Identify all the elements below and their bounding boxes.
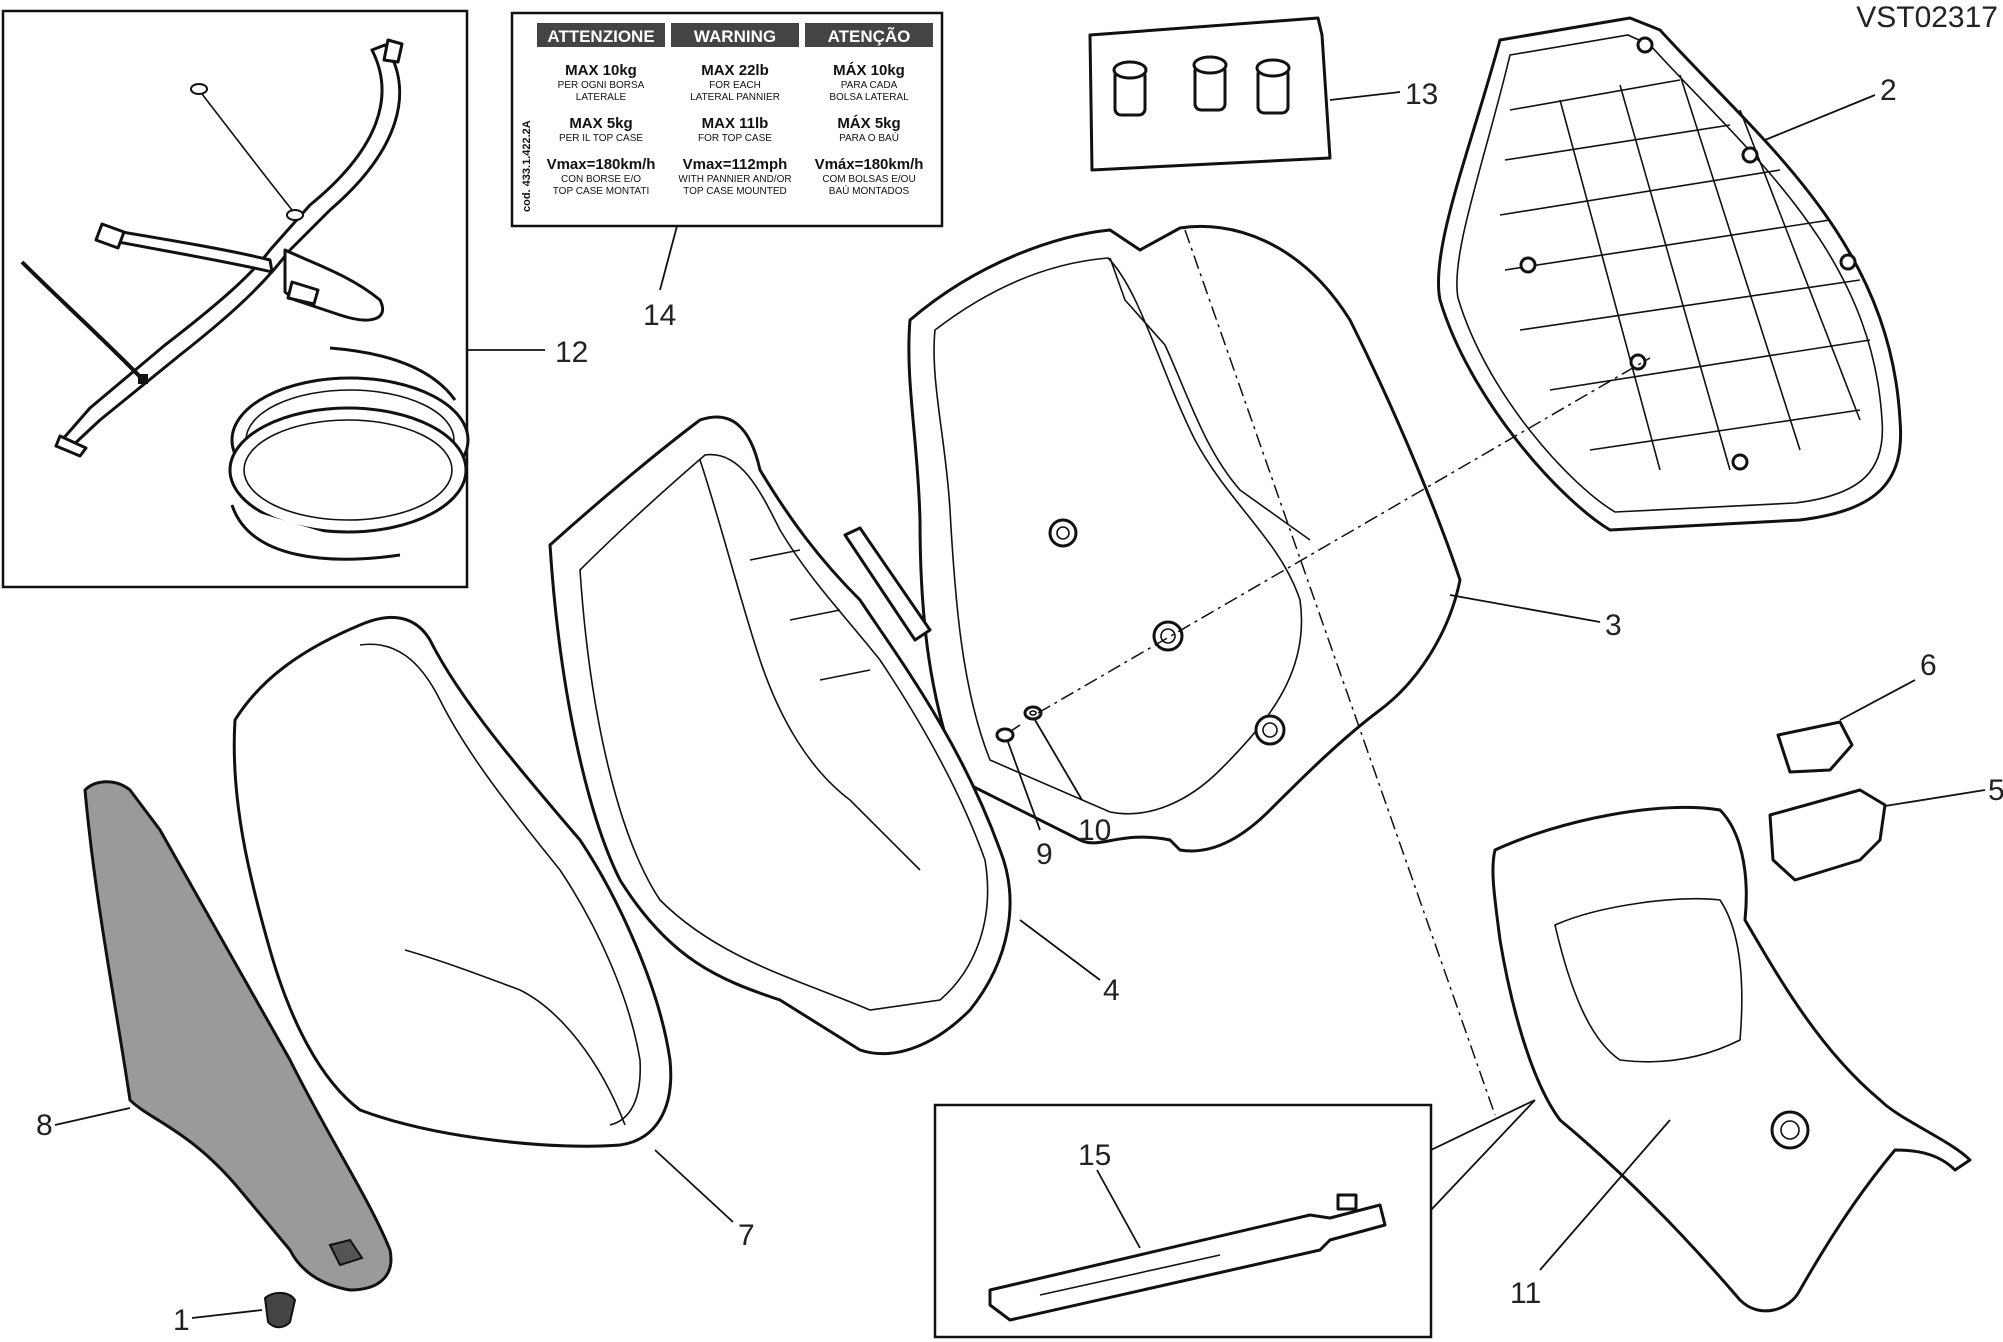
callout-11: 11	[1510, 1277, 1541, 1310]
leader-9	[1007, 741, 1041, 831]
washer-part-10	[1023, 705, 1043, 721]
label-body-it: MAX 10kg PER OGNI BORSA LATERALE MAX 5kg…	[547, 62, 656, 197]
label-line: MAX 11lb	[702, 115, 769, 132]
label-line: FOR TOP CASE	[698, 133, 772, 144]
label-line: MAX 5kg	[569, 115, 632, 132]
leader-3	[1449, 594, 1601, 623]
retaining-strap	[54, 38, 404, 458]
assembly-axis	[1184, 229, 1496, 1116]
callout-8: 8	[36, 1109, 53, 1142]
callout-14: 14	[643, 299, 676, 332]
label-line: PARA CADA	[841, 80, 898, 91]
header-attenzione: ATTENZIONE	[547, 27, 654, 46]
leader-7	[654, 1149, 734, 1223]
lock-cylinder	[1112, 60, 1148, 117]
label-line: Vmax=180km/h	[547, 156, 656, 173]
label-line: COM BOLSAS E/OU	[822, 174, 915, 185]
cable-tie	[20, 260, 148, 384]
header-atencao: ATENÇÃO	[828, 26, 911, 46]
lock-cylinder	[1255, 58, 1291, 115]
label-line: FOR EACH	[709, 80, 761, 91]
lock-cylinders-part-13	[1088, 16, 1332, 172]
leader-13	[1329, 91, 1401, 101]
label-line: BAÚ MONTADOS	[829, 184, 910, 197]
leader-11	[1539, 1119, 1671, 1271]
warning-label-part-14: cod. 433.1.422.2A ATTENZIONE WARNING ATE…	[510, 11, 944, 228]
leader-4	[1019, 919, 1101, 981]
inner-panel-part-2	[1436, 16, 1903, 532]
label-line: PARA O BAÚ	[839, 131, 899, 144]
inset-box-part-15	[933, 1099, 1536, 1339]
side-panel-part-8	[83, 780, 393, 1292]
label-line: TOP CASE MOUNTED	[683, 186, 787, 197]
assembly-axis	[1037, 357, 1651, 714]
leader-1	[191, 1309, 263, 1319]
label-header-row: ATTENZIONE WARNING ATENÇÃO	[537, 23, 933, 47]
label-line: Vmax=112mph	[683, 156, 788, 173]
rubber-seal-coil	[228, 346, 470, 561]
label-line: PER OGNI BORSA	[558, 80, 645, 91]
tension-cord	[190, 83, 304, 221]
emblem-part-1	[263, 1292, 297, 1329]
header-warning: WARNING	[694, 27, 776, 46]
callout-7: 7	[738, 1219, 755, 1252]
label-line: LATERAL PANNIER	[690, 92, 780, 103]
label-body-pt: MÁX 10kg PARA CADA BOLSA LATERAL MÁX 5kg…	[815, 62, 924, 197]
leader-10	[1034, 719, 1083, 801]
pannier-frame-part-4	[548, 415, 1012, 1056]
leader-5	[1884, 789, 1986, 807]
latch-plate	[988, 1193, 1387, 1322]
leader-2	[1764, 94, 1876, 141]
callout-2: 2	[1880, 74, 1897, 107]
leader-15	[1096, 1169, 1141, 1249]
inset-box-part-12	[1, 9, 470, 589]
label-line: WITH PANNIER AND/OR	[678, 174, 791, 185]
label-line: MAX 10kg	[565, 62, 637, 79]
callout-5: 5	[1988, 774, 2003, 807]
callout-3: 3	[1605, 609, 1622, 642]
callout-4: 4	[1103, 974, 1120, 1007]
net-grid	[1499, 74, 1871, 471]
leader-6	[1839, 679, 1916, 721]
callout-1: 1	[173, 1304, 190, 1337]
pannier-cover-part-7	[232, 615, 673, 1148]
label-line: PER IL TOP CASE	[559, 133, 643, 144]
screw-part-9	[995, 724, 1021, 743]
callout-6: 6	[1920, 649, 1937, 682]
label-line: Vmáx=180km/h	[815, 156, 924, 173]
pannier-inner-shell-part-3	[907, 224, 1462, 853]
label-line: TOP CASE MONTATI	[553, 186, 650, 197]
label-line: MÁX 5kg	[837, 115, 900, 132]
leader-14	[659, 225, 678, 291]
label-code: cod. 433.1.422.2A	[521, 120, 533, 212]
label-line: BOLSA LATERAL	[829, 92, 909, 103]
clip-part-6	[1776, 720, 1854, 774]
bracket-part-5	[1768, 788, 1887, 882]
lock-cylinder	[1192, 55, 1228, 112]
leader-8	[54, 1107, 131, 1126]
diagram-id: VST02317	[1856, 1, 1998, 34]
callout-15: 15	[1078, 1139, 1111, 1172]
callout-10: 10	[1078, 814, 1111, 847]
label-body-en: MAX 22lb FOR EACH LATERAL PANNIER MAX 11…	[678, 62, 791, 197]
label-line: LATERALE	[576, 92, 627, 103]
mounting-frame-part-11	[1491, 805, 1972, 1313]
callout-12: 12	[555, 336, 588, 369]
callout-9: 9	[1036, 838, 1053, 871]
callout-13: 13	[1405, 78, 1438, 111]
label-line: MÁX 10kg	[833, 62, 905, 79]
label-line: CON BORSE E/O	[561, 174, 641, 185]
label-line: MAX 22lb	[701, 62, 769, 79]
